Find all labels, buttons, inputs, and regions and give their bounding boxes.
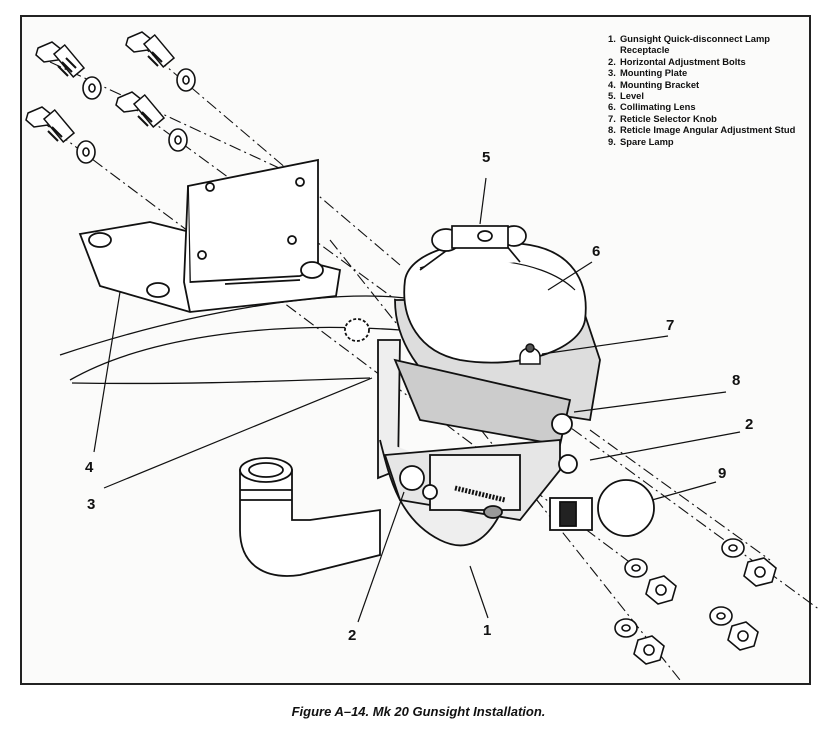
legend-number: 1. — [608, 33, 616, 44]
washer — [76, 68, 196, 164]
callout-1: 1 — [483, 622, 492, 639]
callout-5: 5 — [482, 149, 491, 166]
legend-item: 5. Level — [608, 90, 808, 101]
legend-item: 4. Mounting Bracket — [608, 79, 808, 90]
legend-number: 4. — [608, 78, 616, 90]
legend-item: 1. Gunsight Quick-disconnect Lamp Recepta… — [608, 33, 808, 56]
legend-item: 9. Spare Lamp — [608, 136, 808, 147]
legend-text: Mounting Bracket — [620, 78, 700, 90]
spare-lamp — [549, 479, 655, 537]
callout-2-right: 2 — [745, 416, 754, 433]
figure-caption: Figure A–14. Mk 20 Gunsight Installation… — [291, 704, 546, 719]
callout-2-left: 2 — [348, 627, 357, 644]
legend-number: 7. — [608, 112, 616, 124]
bolt — [125, 31, 176, 69]
bolt — [115, 91, 166, 129]
legend-item: 2. Horizontal Adjustment Bolts — [608, 56, 808, 67]
callout-9: 9 — [718, 465, 727, 482]
legend-text: Level — [620, 90, 644, 102]
legend-text: Collimating Lens — [620, 101, 696, 113]
callout-8: 8 — [732, 372, 741, 389]
level — [419, 225, 527, 271]
leader-lines — [93, 177, 741, 623]
bolt — [35, 41, 86, 79]
nut — [633, 557, 777, 665]
parts-legend: 1. Gunsight Quick-disconnect Lamp Recepta… — [608, 33, 808, 147]
quick-disconnect-lamp-receptacle — [239, 457, 381, 577]
legend-item: 7. Reticle Selector Knob — [608, 113, 808, 124]
legend-number: 9. — [608, 135, 616, 147]
legend-text: Reticle Image Angular Adjustment Stud — [620, 124, 796, 136]
legend-text: Reticle Selector Knob — [620, 112, 717, 124]
legend-number: 2. — [608, 55, 616, 67]
legend-text: Gunsight Quick-disconnect Lamp Receptacl… — [620, 33, 771, 56]
legend-number: 3. — [608, 67, 616, 79]
callout-3: 3 — [87, 496, 96, 513]
legend-text: Mounting Plate — [620, 67, 688, 79]
gunsight-body — [377, 241, 601, 547]
callout-4: 4 — [85, 459, 94, 476]
legend-number: 6. — [608, 101, 616, 113]
legend-text: Spare Lamp — [620, 135, 674, 147]
aircraft-contour — [59, 295, 421, 385]
legend-item: 8. Reticle Image Angular Adjustment Stud — [608, 124, 808, 135]
legend-number: 5. — [608, 90, 616, 102]
bolt — [25, 106, 76, 144]
reticle-selector-knob — [519, 343, 541, 365]
callout-6: 6 — [592, 243, 601, 260]
washer — [614, 538, 745, 638]
mounting-bracket — [78, 158, 370, 342]
legend-item: 3. Mounting Plate — [608, 67, 808, 78]
legend-text: Horizontal Adjustment Bolts — [620, 55, 746, 67]
legend-number: 8. — [608, 124, 616, 136]
callout-7: 7 — [666, 317, 675, 334]
legend-item: 6. Collimating Lens — [608, 101, 808, 112]
